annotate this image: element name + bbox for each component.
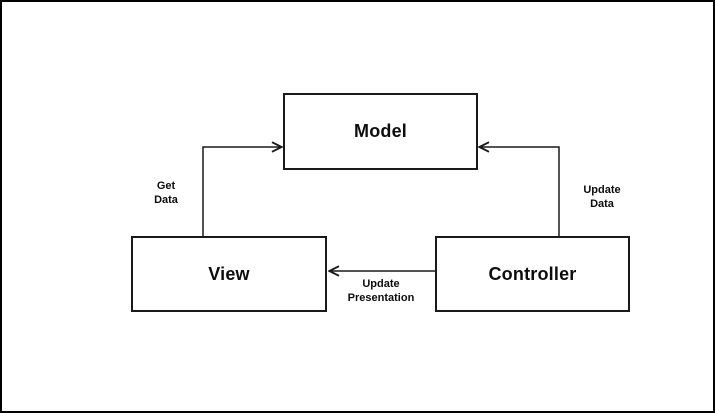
edge-label-get-data: Get Data: [154, 180, 178, 206]
node-controller-label: Controller: [488, 263, 577, 284]
node-model: Model: [283, 93, 478, 170]
node-controller: Controller: [435, 236, 630, 312]
node-model-label: Model: [354, 121, 407, 141]
edge-label-update-data: Update Data: [583, 184, 621, 210]
node-view: View: [131, 236, 327, 312]
edge-label-update-presentation: Update Presentation: [347, 278, 415, 304]
node-view-label: View: [208, 263, 250, 284]
edge-controller-to-model: [480, 147, 560, 236]
edge-view-to-model: [202, 147, 281, 236]
